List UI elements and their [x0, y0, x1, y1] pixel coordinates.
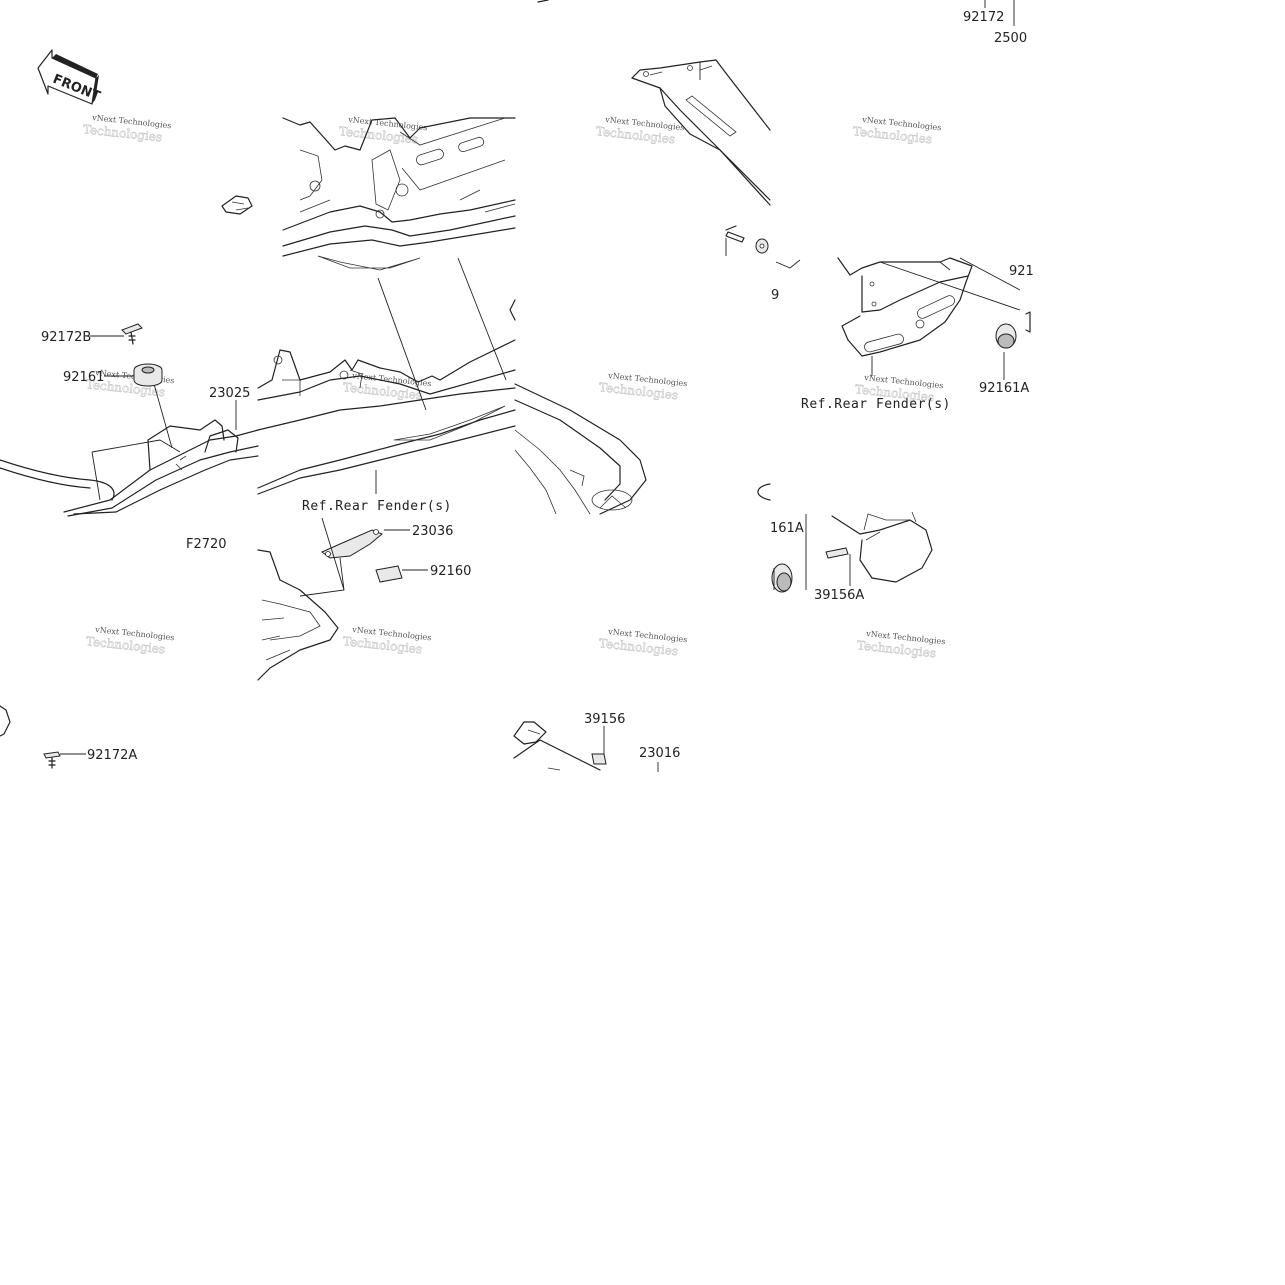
clip-39156a-icon — [805, 514, 851, 590]
front-arrow-icon: FRONT — [37, 49, 102, 105]
grommet-92161-icon — [104, 363, 163, 387]
callout-23016: 23016 — [639, 746, 680, 761]
bracket-right-drawing — [837, 257, 1021, 376]
callout-39156: 39156 — [584, 712, 625, 727]
top-right-leader — [537, 0, 1015, 26]
rear-fender-upper-drawing — [282, 117, 516, 257]
callout-92172-top: 92172 — [963, 10, 1004, 25]
callout-92172a: 92172A — [87, 748, 137, 763]
connector-bottom-drawing — [513, 721, 659, 772]
callout-92160: 92160 — [430, 564, 471, 579]
callout-9-partial: 9 — [771, 288, 779, 303]
callout-ref-rear-fender-2: Ref.Rear Fender(s) — [801, 397, 951, 412]
partial-part-left-drawing — [0, 705, 11, 737]
rear-fender-center-drawing — [257, 255, 516, 495]
wiring-harness-drawing — [0, 195, 259, 517]
callout-921-partial: 921 — [1009, 264, 1034, 279]
callout-161a: 161A — [770, 521, 804, 536]
screw-92172a-icon — [43, 751, 86, 769]
callout-92161: 92161 — [63, 370, 104, 385]
pad-92160-icon — [375, 565, 428, 583]
callout-ref-rear-fender-1: Ref.Rear Fender(s) — [302, 499, 452, 514]
taillight-lower-drawing — [257, 549, 339, 681]
callout-39156a: 39156A — [814, 588, 864, 603]
callout-23036: 23036 — [412, 524, 453, 539]
callout-92161a: 92161A — [979, 381, 1029, 396]
reflector-drawing — [757, 483, 933, 583]
washer-icon — [755, 238, 801, 269]
bolt-icon — [725, 225, 745, 256]
bracket-upper-drawing — [631, 59, 771, 206]
screw-92172b-icon — [90, 323, 143, 345]
rear-frame-drawing — [509, 299, 647, 515]
bracket-23036-drawing — [299, 517, 410, 597]
callout-23025: 23025 — [209, 386, 250, 401]
grommet-icon — [995, 311, 1031, 380]
figure-code: F2720 — [186, 537, 227, 552]
callout-25009-top: 2500 — [994, 31, 1027, 46]
callout-92172b: 92172B — [41, 330, 91, 345]
grommet-161a-icon — [771, 563, 793, 593]
